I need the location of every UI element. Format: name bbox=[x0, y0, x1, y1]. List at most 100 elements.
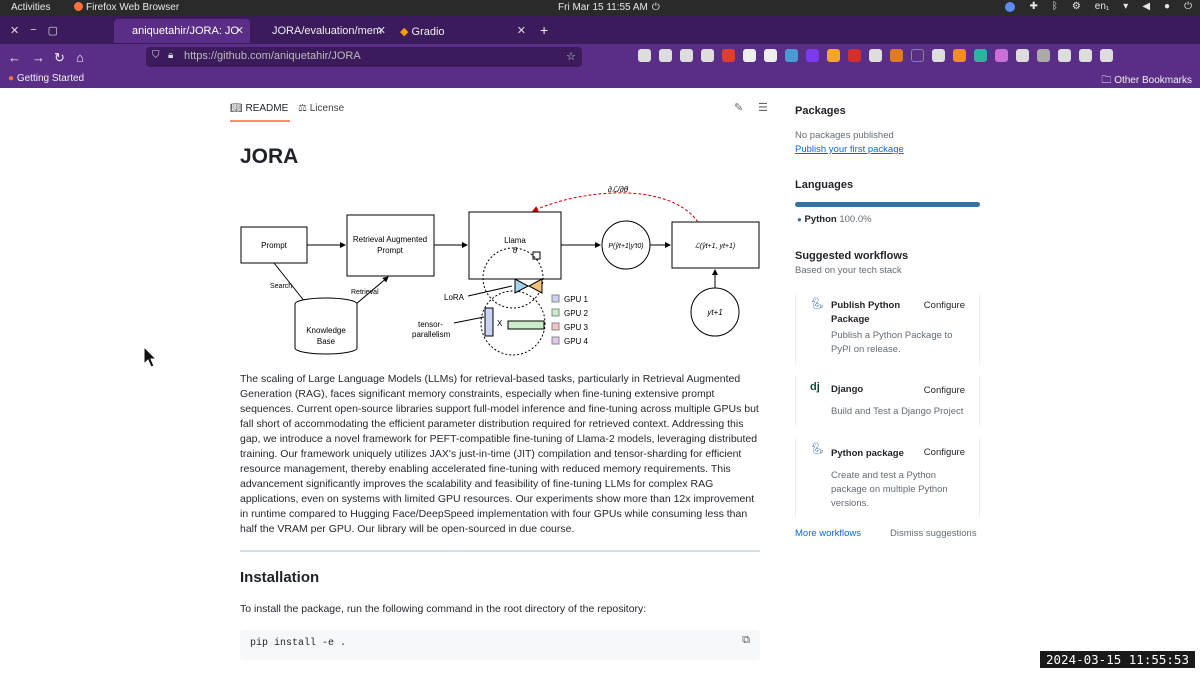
python-icon: 🐍︎ bbox=[810, 298, 824, 310]
configure-button[interactable]: Configure bbox=[923, 447, 965, 458]
outline-list-icon[interactable]: ☰ bbox=[758, 102, 768, 114]
library-icon[interactable] bbox=[680, 49, 693, 62]
extension-icon[interactable] bbox=[1058, 49, 1071, 62]
extension-icon[interactable] bbox=[995, 49, 1008, 62]
navigation-bar: ← → ↻ ⌂ ⛉ 🔒︎ https://github.com/aniqueta… bbox=[0, 44, 1200, 70]
more-workflows-link[interactable]: More workflows bbox=[795, 528, 861, 539]
lock-icon[interactable]: 🔒︎ bbox=[168, 50, 174, 61]
bookmarks-bar: ● Getting Started 🗀︎ Other Bookmarks bbox=[0, 70, 1200, 88]
tab-gradio[interactable]: ◆ Gradio ✕ bbox=[392, 19, 532, 43]
settings-icon[interactable]: ⚙ bbox=[1071, 1, 1081, 12]
law-icon: ⚖ bbox=[298, 103, 307, 114]
app-indicator-icon[interactable] bbox=[1005, 1, 1016, 12]
copy-icon[interactable]: ⧉ bbox=[742, 634, 750, 646]
readme-tabs: 📖︎ README ⚖ License ✎ ☰ bbox=[226, 100, 772, 124]
extension-icon[interactable] bbox=[1037, 49, 1050, 62]
window-controls: ✕ − ▢ bbox=[10, 24, 58, 37]
tab-jora-evaluation[interactable]: JORA/evaluation/mem ✕ bbox=[264, 19, 392, 43]
dismiss-suggestions-link[interactable]: Dismiss suggestions bbox=[890, 528, 977, 539]
edit-pencil-icon[interactable]: ✎ bbox=[734, 102, 744, 114]
app-menu[interactable]: Firefox Web Browser bbox=[74, 2, 179, 13]
workflow-description: Build and Test a Django Project bbox=[831, 406, 964, 417]
extension-icon[interactable] bbox=[722, 49, 735, 62]
code-block: pip install -e . ⧉ bbox=[240, 630, 760, 660]
input-language[interactable]: en₁ bbox=[1094, 1, 1110, 12]
clock-text: Fri Mar 15 11:55 AM bbox=[558, 2, 648, 13]
language-bar bbox=[795, 202, 980, 207]
tab-bar: ✕ − ▢ aniquetahir/JORA: JO ✕ JORA/evalua… bbox=[0, 16, 1200, 44]
close-window-icon[interactable]: ✕ bbox=[10, 25, 20, 37]
tab-license[interactable]: ⚖ License bbox=[298, 103, 344, 114]
sidebar-icon[interactable] bbox=[701, 49, 714, 62]
gpu-1-label: GPU 1 bbox=[564, 295, 589, 304]
recording-timestamp: 2024-03-15 11:55:53 bbox=[1040, 651, 1195, 668]
tensor-label: tensor- bbox=[418, 320, 443, 329]
extension-icon[interactable] bbox=[974, 49, 987, 62]
network-icon[interactable]: ▾ bbox=[1123, 1, 1129, 12]
extension-icon[interactable]: ✚ bbox=[1029, 1, 1038, 12]
tab-jora-repo[interactable]: aniquetahir/JORA: JO ✕ bbox=[114, 19, 250, 43]
publish-package-link[interactable]: Publish your first package bbox=[795, 144, 904, 155]
configure-button[interactable]: Configure bbox=[923, 300, 965, 311]
installation-heading: Installation bbox=[240, 569, 320, 586]
shield-icon[interactable]: ⛉ bbox=[152, 50, 160, 61]
extension-icon[interactable] bbox=[932, 49, 945, 62]
bookmark-getting-started[interactable]: ● Getting Started bbox=[8, 73, 84, 84]
tab-readme[interactable]: 📖︎ README bbox=[230, 103, 290, 122]
home-icon[interactable]: ⌂ bbox=[76, 50, 84, 65]
retrieval-augmented-label: Retrieval Augmented bbox=[353, 235, 427, 244]
extension-icon[interactable] bbox=[764, 49, 777, 62]
language-percent: 100.0% bbox=[839, 214, 872, 225]
system-top-bar: Activities Firefox Web Browser Fri Mar 1… bbox=[0, 0, 1200, 16]
menu-icon[interactable] bbox=[1100, 49, 1113, 62]
install-command: pip install -e . bbox=[250, 638, 347, 649]
extension-icon[interactable] bbox=[1016, 49, 1029, 62]
activities-button[interactable]: Activities bbox=[11, 2, 51, 13]
django-icon: dj bbox=[810, 381, 820, 393]
languages-title: Languages bbox=[795, 179, 854, 191]
firefox-icon: ● bbox=[8, 73, 15, 84]
search-label: Search bbox=[270, 283, 292, 290]
prompt-label: Prompt bbox=[261, 241, 288, 250]
close-tab-icon[interactable]: ✕ bbox=[376, 25, 386, 37]
extension-icon[interactable] bbox=[785, 49, 798, 62]
extension-icon[interactable] bbox=[848, 49, 861, 62]
bookmark-star-icon[interactable]: ☆ bbox=[566, 51, 576, 63]
notification-icon: ⏻ bbox=[651, 2, 660, 13]
maximize-window-icon[interactable]: ▢ bbox=[47, 25, 59, 37]
bluetooth-icon[interactable]: ᛒ bbox=[1051, 1, 1058, 12]
extension-icon[interactable] bbox=[953, 49, 966, 62]
close-tab-icon[interactable]: ✕ bbox=[234, 25, 244, 37]
microphone-icon[interactable]: ● bbox=[1164, 1, 1171, 12]
extension-icon[interactable] bbox=[743, 49, 756, 62]
tensor-parallel-circle bbox=[480, 290, 546, 356]
clock[interactable]: Fri Mar 15 11:55 AM⏻ bbox=[558, 2, 660, 13]
extensions-puzzle-icon[interactable] bbox=[1079, 49, 1092, 62]
configure-button[interactable]: Configure bbox=[923, 385, 965, 396]
extension-icon[interactable] bbox=[827, 49, 840, 62]
language-python[interactable]: ● Python 100.0% bbox=[797, 214, 872, 225]
downloads-icon[interactable] bbox=[659, 49, 672, 62]
extension-icon[interactable] bbox=[806, 49, 819, 62]
loss-box bbox=[671, 221, 760, 269]
forward-icon[interactable]: → bbox=[32, 50, 45, 65]
back-icon[interactable]: ← bbox=[8, 50, 21, 65]
other-bookmarks[interactable]: 🗀︎ Other Bookmarks bbox=[1101, 73, 1192, 90]
multiply-label: X bbox=[497, 319, 503, 328]
gpu-3-label: GPU 3 bbox=[564, 323, 589, 332]
minimize-window-icon[interactable]: − bbox=[30, 24, 37, 36]
url-bar[interactable]: ⛉ 🔒︎ https://github.com/aniquetahir/JORA… bbox=[146, 47, 582, 67]
close-tab-icon[interactable]: ✕ bbox=[516, 25, 526, 37]
extension-icon[interactable] bbox=[911, 49, 924, 62]
extension-icon[interactable] bbox=[869, 49, 882, 62]
workflow-card-python-package: 🐍︎ Python package Configure Create and t… bbox=[795, 438, 980, 518]
volume-icon[interactable]: ◀ bbox=[1142, 1, 1151, 12]
new-tab-button[interactable]: + bbox=[540, 22, 549, 38]
workflow-name: Django bbox=[831, 384, 864, 395]
reload-icon[interactable]: ↻ bbox=[54, 50, 65, 65]
book-icon: 📖︎ bbox=[230, 103, 243, 114]
pocket-icon[interactable] bbox=[638, 49, 651, 62]
gpu-4-label: GPU 4 bbox=[564, 337, 589, 346]
power-icon[interactable]: ⏻ bbox=[1184, 1, 1192, 12]
extension-icon[interactable] bbox=[890, 49, 903, 62]
